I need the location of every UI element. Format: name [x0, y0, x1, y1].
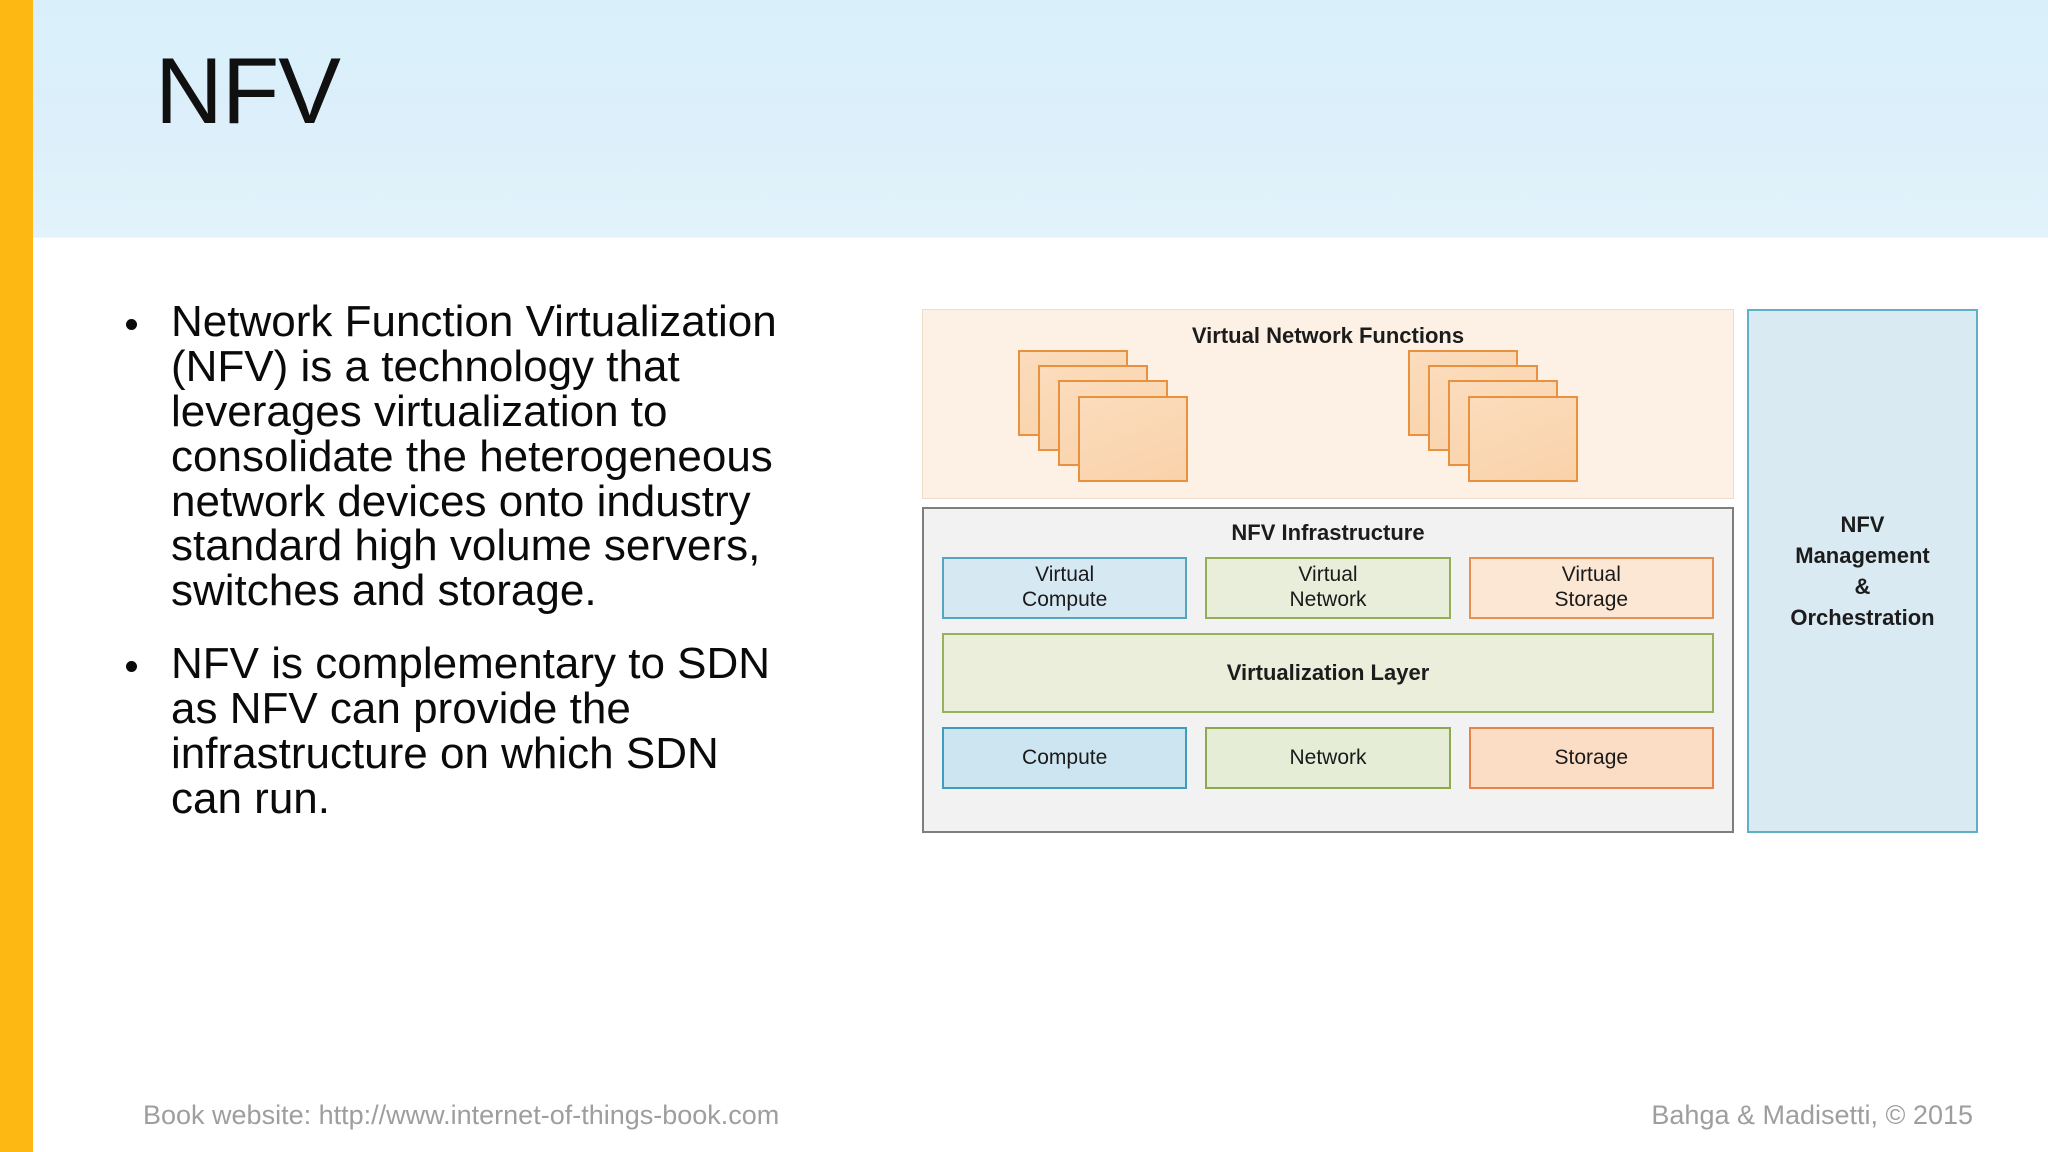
- vnf-panel-title: Virtual Network Functions: [1191, 323, 1465, 348]
- vnf-panel: Virtual Network Functions: [922, 309, 1734, 499]
- list-item: NFV is complementary to SDN as NFV can p…: [118, 639, 778, 823]
- bullet-list: Network Function Virtualization (NFV) is…: [118, 297, 778, 823]
- hardware-resources-row: Compute Network Storage: [942, 727, 1714, 789]
- box-label-line1: Virtual: [1298, 563, 1358, 587]
- vnf-card: [1078, 396, 1188, 482]
- title-band: [33, 0, 2048, 238]
- footer-copyright: Bahga & Madisetti, © 2015: [1651, 1100, 1973, 1130]
- virtual-network-box: Virtual Network: [1205, 557, 1451, 619]
- virtual-storage-box: Virtual Storage: [1468, 557, 1714, 619]
- nfvi-panel-title: NFV Infrastructure: [1231, 520, 1425, 545]
- nfv-architecture-diagram: Virtual Network Functions NFV Infrastruc…: [920, 307, 1980, 835]
- virtualization-layer-box: Virtualization Layer: [942, 633, 1714, 713]
- virtual-compute-box: Virtual Compute: [942, 557, 1188, 619]
- network-box: Network: [1205, 727, 1451, 789]
- box-label-line1: Virtual: [1035, 563, 1095, 587]
- accent-bar: [0, 0, 33, 1152]
- vnf-card: [1468, 396, 1578, 482]
- storage-box: Storage: [1468, 727, 1714, 789]
- nfvi-panel: NFV Infrastructure Virtual Compute Virtu…: [922, 507, 1734, 833]
- mano-label: NFV Management & Orchestration: [1790, 511, 1935, 631]
- bullet-text: NFV is complementary to SDN as NFV can p…: [171, 639, 771, 823]
- virtual-resources-row: Virtual Compute Virtual Network Virtual …: [942, 557, 1714, 619]
- vnf-card-stack-left: [1018, 350, 1203, 485]
- nfv-management-orchestration-panel: NFV Management & Orchestration: [1747, 309, 1978, 833]
- box-label-line1: Virtual: [1561, 563, 1621, 587]
- list-item: Network Function Virtualization (NFV) is…: [118, 297, 778, 616]
- bullet-dot-icon: [126, 661, 137, 673]
- footer-book-website: Book website: http://www.internet-of-thi…: [143, 1100, 780, 1130]
- box-label-line2: Storage: [1554, 588, 1629, 611]
- vnf-card-stack-right: [1408, 350, 1593, 485]
- box-label-line2: Compute: [1022, 588, 1108, 611]
- compute-box: Compute: [942, 727, 1188, 789]
- bullet-dot-icon: [126, 319, 137, 331]
- page-title: NFV: [155, 38, 341, 143]
- box-label-line2: Network: [1289, 588, 1367, 611]
- bullet-text: Network Function Virtualization (NFV) is…: [171, 297, 777, 616]
